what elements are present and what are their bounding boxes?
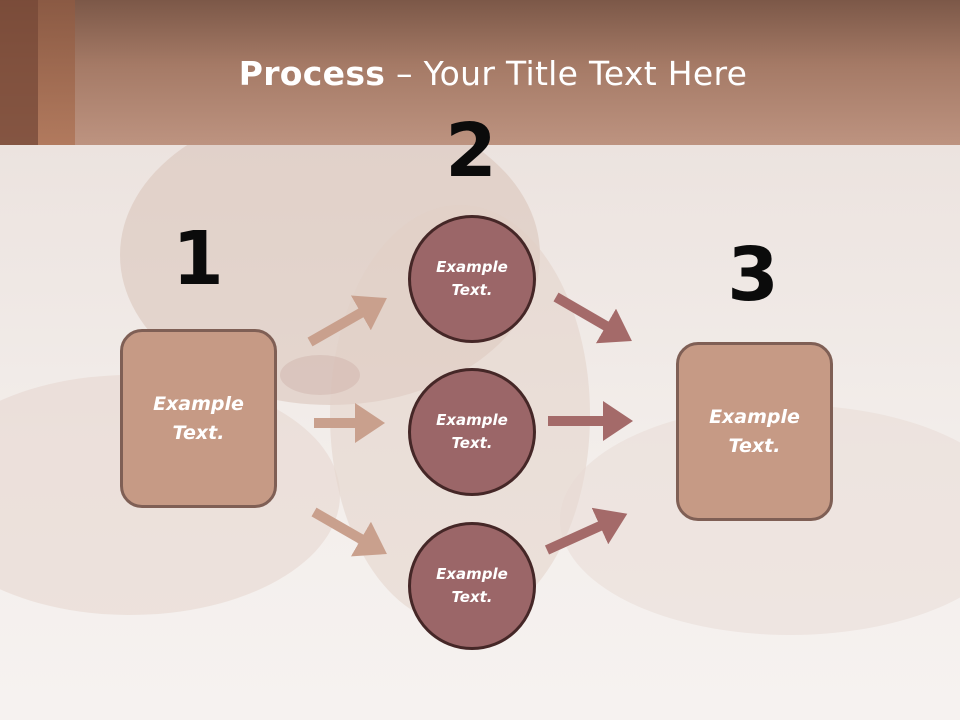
circle-step-top[interactable]: Example Text. bbox=[408, 215, 536, 343]
slide-title[interactable]: Process – Your Title Text Here bbox=[0, 54, 960, 93]
arrow-from-top-circle bbox=[553, 292, 632, 344]
title-bar: Process – Your Title Text Here bbox=[0, 0, 960, 145]
arrow-to-top-circle bbox=[307, 295, 387, 347]
circle-label-middle: Example Text. bbox=[436, 411, 508, 452]
circle-step-middle[interactable]: Example Text. bbox=[408, 368, 536, 496]
step-number-2: 2 bbox=[445, 108, 497, 194]
title-rest: – Your Title Text Here bbox=[385, 54, 748, 93]
step-number-1: 1 bbox=[172, 216, 224, 302]
corner-accent-dark bbox=[0, 0, 38, 145]
arrow-from-bottom-circle bbox=[544, 507, 628, 555]
left-step-label: Example Text. bbox=[153, 392, 244, 444]
arrow-to-bottom-circle bbox=[311, 507, 387, 557]
corner-accent-light bbox=[38, 0, 75, 145]
right-step-label: Example Text. bbox=[709, 405, 800, 457]
right-step-box[interactable]: Example Text. bbox=[676, 342, 833, 521]
circle-label-top: Example Text. bbox=[436, 258, 508, 299]
circle-step-bottom[interactable]: Example Text. bbox=[408, 522, 536, 650]
title-bold: Process bbox=[238, 54, 386, 93]
circle-label-bottom: Example Text. bbox=[436, 565, 508, 606]
step-number-3: 3 bbox=[727, 232, 779, 318]
left-step-box[interactable]: Example Text. bbox=[120, 329, 277, 508]
